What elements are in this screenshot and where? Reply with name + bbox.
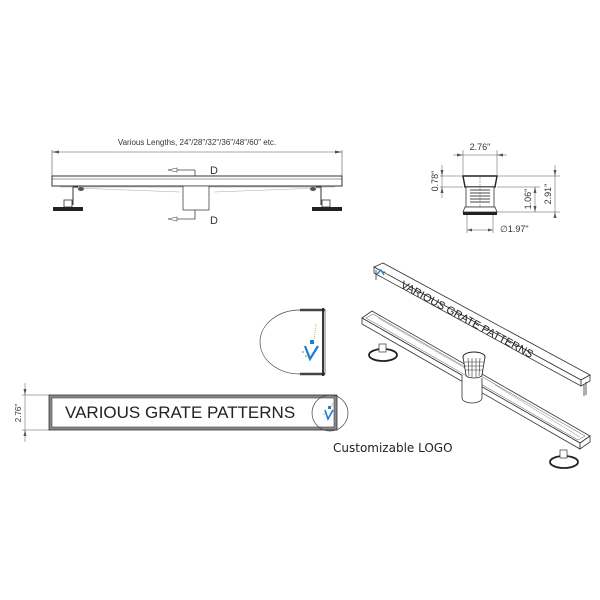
section-marker-bottom: D [210, 215, 218, 227]
iso-foot-right [549, 449, 579, 469]
grate-height-label: 0.78" [430, 171, 440, 192]
outlet-pipe [182, 185, 210, 211]
front-view: Various Lengths, 24"/28"/32"/36"/48"/60"… [51, 138, 343, 227]
length-label: Various Lengths, 24"/28"/32"/36"/48"/60"… [118, 138, 276, 147]
width-label: 2.76" [470, 142, 491, 152]
top-view: 2.76" VARIOUS GRATE PATTERNS [14, 383, 349, 442]
outlet-height-label: 1.06" [523, 189, 533, 210]
top-width-label: 2.76" [14, 404, 23, 423]
iso-basket [462, 351, 486, 379]
section-marker-top: D [210, 165, 218, 177]
customizable-logo-caption: Customizable LOGO [333, 441, 453, 455]
outlet-diameter-label: ∅1.97" [500, 224, 529, 234]
small-logo-icon [323, 402, 334, 421]
leveling-foot-left [53, 186, 84, 211]
iso-foot-left [368, 343, 398, 362]
logo-callout-circle [311, 394, 349, 432]
leveling-foot-right [310, 186, 342, 211]
isometric-view: VARIOUS GRATE PATTERNS [361, 262, 591, 469]
side-view: 2.76" 0.78" 1.06" [430, 142, 560, 234]
logo-detail-callout [259, 308, 326, 376]
iso-outlet-pipe [461, 375, 483, 404]
total-height-label: 2.91" [543, 184, 553, 205]
iso-logo-icon [376, 268, 385, 276]
brand-logo-icon [302, 323, 319, 362]
grate-pattern-label: VARIOUS GRATE PATTERNS [65, 403, 295, 422]
